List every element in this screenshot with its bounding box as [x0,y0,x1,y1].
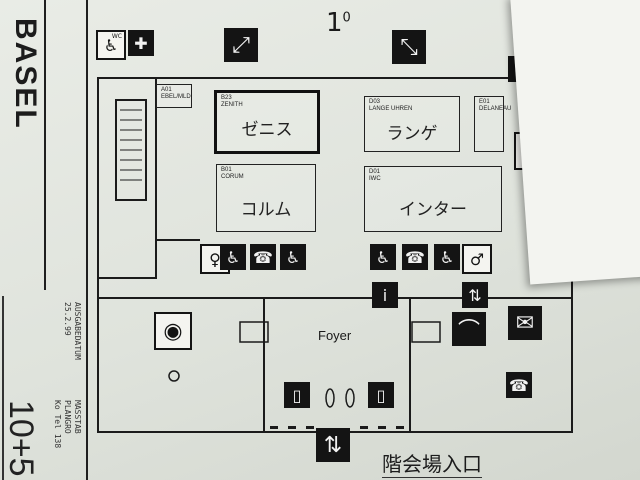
booth-name: ZENITH [221,102,243,108]
frame-line [86,0,88,480]
wheelchair-icon: ♿ [220,244,246,270]
phone-icon: ☎ [506,372,532,398]
east-room [409,297,573,433]
booth-handwritten-label: ゼニス [241,120,293,140]
booth-handwritten-label: インター [399,200,467,220]
door-icon: ▯ [284,382,310,408]
hall-wing-west [97,77,157,279]
booth-code: B23 [221,95,232,101]
wheelchair-icon: ♿ [280,244,306,270]
booth-name: EBEL/MLD [161,94,191,100]
wheelchair-icon: ♿ [434,244,460,270]
booth-handwritten-label: ランゲ [386,124,438,144]
first-aid-icon: ✚ [128,30,154,56]
booth-b01[interactable]: B01 CORUM コルム [216,164,316,232]
floor-number-marker: 0 [342,10,351,26]
handwritten-entrance-note: 階会場入口 [382,448,482,478]
booth-b23[interactable]: B23 ZENITH ゼニス [214,90,320,154]
escalator-icon: ⤢ [224,28,258,62]
cloakroom-icon: ⌒ [452,312,486,346]
booth-code: B01 [221,167,232,173]
booth-code: A01 [161,87,172,93]
stair-block-west [115,99,147,201]
booth-code: E01 [479,99,490,105]
booth-e01[interactable]: E01 DELANEAU [474,96,511,152]
floor-number: 10 [326,8,351,38]
phone-icon: ☎ [402,244,428,270]
wheelchair-icon: ♿ [370,244,396,270]
booth-d01[interactable]: D01 IWC インター [364,166,502,232]
wheelchair-icon: ♿WC [96,30,126,60]
elevator-icon: ⇅ [462,282,488,308]
door-icon: ▯ [368,382,394,408]
floor-number-value: 1 [326,8,343,38]
restaurant-icon: ◉ [154,312,192,350]
margin-line [44,0,46,290]
restroom-icon: ♂ [462,244,492,274]
booth-name: LANGE UHREN [369,106,413,112]
up-down-arrows-icon: ⇅ [316,428,350,462]
title-block-stamp: AUSGABEDATUM 25.2.99 MASSTAB PLANGRO Ko … [2,296,92,480]
phone-icon: ☎ [250,244,276,270]
escalator-icon: ⤡ [392,30,426,64]
booth-code: D03 [369,99,381,105]
booth-name: CORUM [221,174,244,180]
mail-icon: ✉ [508,306,542,340]
west-room [97,297,265,433]
booth-code: D01 [369,169,381,175]
foyer-label: Foyer [318,328,352,343]
information-icon: i [372,282,398,308]
booth-name: IWC [369,176,381,182]
booth-handwritten-label: コルム [240,200,292,220]
booth-d03[interactable]: D03 LANGE UHREN ランゲ [364,96,460,152]
overlapping-paper-sheet [510,0,640,285]
booth-a01[interactable]: A01 EBEL/MLD [156,84,192,108]
booth-name: DELANEAU [479,106,512,112]
